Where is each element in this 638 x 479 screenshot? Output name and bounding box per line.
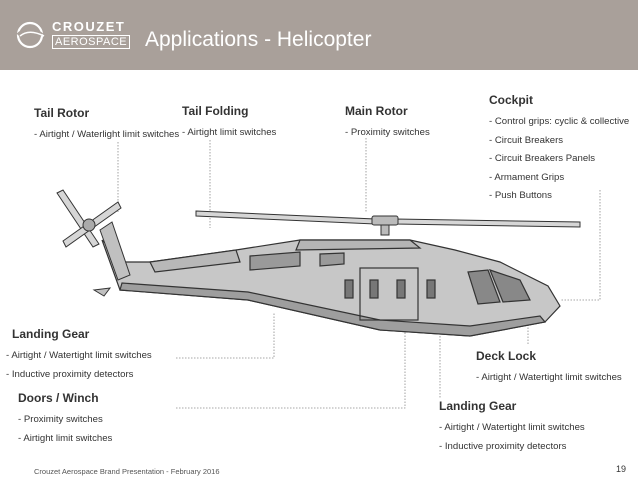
landing-gear-item: - Inductive proximity detectors xyxy=(439,438,585,457)
cockpit-item: - Circuit Breakers xyxy=(489,132,629,151)
tail-rotor-title: Tail Rotor xyxy=(34,106,179,120)
landing-gear-title: Landing Gear xyxy=(439,399,585,413)
callout-doors-winch: Doors / Winch - Proximity switches - Air… xyxy=(18,391,112,448)
callout-tail-folding: Tail Folding - Airtight limit switches xyxy=(182,104,276,143)
callout-landing-gear-right: Landing Gear - Airtight / Watertight lim… xyxy=(439,399,585,456)
cockpit-item: - Circuit Breakers Panels xyxy=(489,150,629,169)
main-rotor-item: - Proximity switches xyxy=(345,124,430,143)
callout-landing-gear-left: Landing Gear - Airtight / Watertight lim… xyxy=(12,327,152,384)
doors-winch-item: - Airtight limit switches xyxy=(18,430,112,449)
page-number: 19 xyxy=(616,464,626,474)
doors-winch-title: Doors / Winch xyxy=(18,391,112,405)
callout-main-rotor: Main Rotor - Proximity switches xyxy=(345,104,430,143)
callout-deck-lock: Deck Lock - Airtight / Watertight limit … xyxy=(476,349,622,388)
cockpit-item: - Armament Grips xyxy=(489,169,629,188)
deck-lock-item: - Airtight / Watertight limit switches xyxy=(476,369,622,388)
callout-tail-rotor: Tail Rotor - Airtight / Waterlight limit… xyxy=(34,106,179,145)
main-rotor-title: Main Rotor xyxy=(345,104,430,118)
tail-folding-item: - Airtight limit switches xyxy=(182,124,276,143)
callout-cockpit: Cockpit - Control grips: cyclic & collec… xyxy=(489,93,629,206)
fuselage xyxy=(102,240,560,336)
landing-gear-item: - Airtight / Watertight limit switches xyxy=(6,347,152,366)
landing-gear-item: - Inductive proximity detectors xyxy=(6,366,152,385)
tail-folding-title: Tail Folding xyxy=(182,104,276,118)
cockpit-item: - Push Buttons xyxy=(489,187,629,206)
landing-gear-title: Landing Gear xyxy=(12,327,152,341)
cockpit-item: - Control grips: cyclic & collective xyxy=(489,113,629,132)
cockpit-title: Cockpit xyxy=(489,93,629,107)
deck-lock-title: Deck Lock xyxy=(476,349,622,363)
doors-winch-item: - Proximity switches xyxy=(18,411,112,430)
main-rotor-blades xyxy=(196,211,580,235)
landing-gear-item: - Airtight / Watertight limit switches xyxy=(439,419,585,438)
tail-rotor-item: - Airtight / Waterlight limit switches xyxy=(34,126,179,145)
footer-text: Crouzet Aerospace Brand Presentation - F… xyxy=(34,467,220,476)
